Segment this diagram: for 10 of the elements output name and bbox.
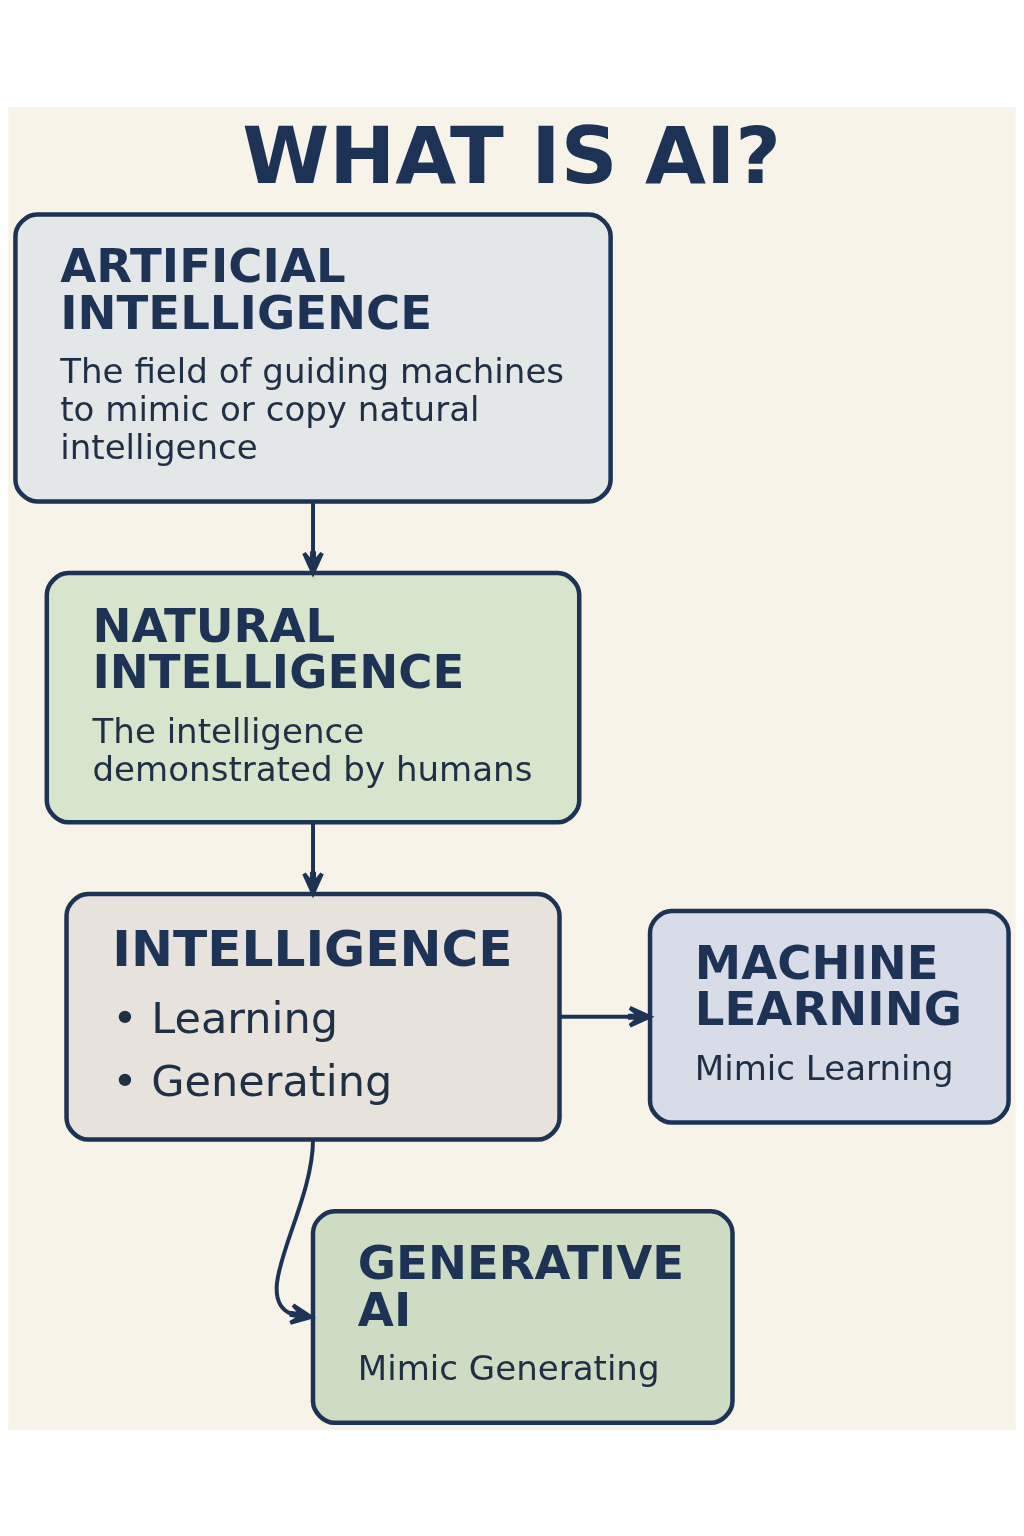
- arrow: [559, 1005, 652, 1028]
- node-box: ARTIFICIAL INTELLIGENCE The field of guiding machines to mimic or copy natural intelligence: [13, 211, 613, 504]
- node-box: NATURAL INTELLIGENCE The intelligence demonstrated by humans: [44, 570, 582, 824]
- node-box: INTELLIGENCE • Learning • Generating: [64, 891, 562, 1142]
- arrow: [302, 821, 324, 895]
- arrow: [274, 1138, 315, 1325]
- diagram-title: WHAT IS AI?: [242, 109, 782, 202]
- node-box: MACHINE LEARNING Mimic Learning: [647, 908, 1011, 1125]
- node-box: GENERATIVE AI Mimic Generating: [310, 1208, 735, 1425]
- arrow: [302, 501, 324, 575]
